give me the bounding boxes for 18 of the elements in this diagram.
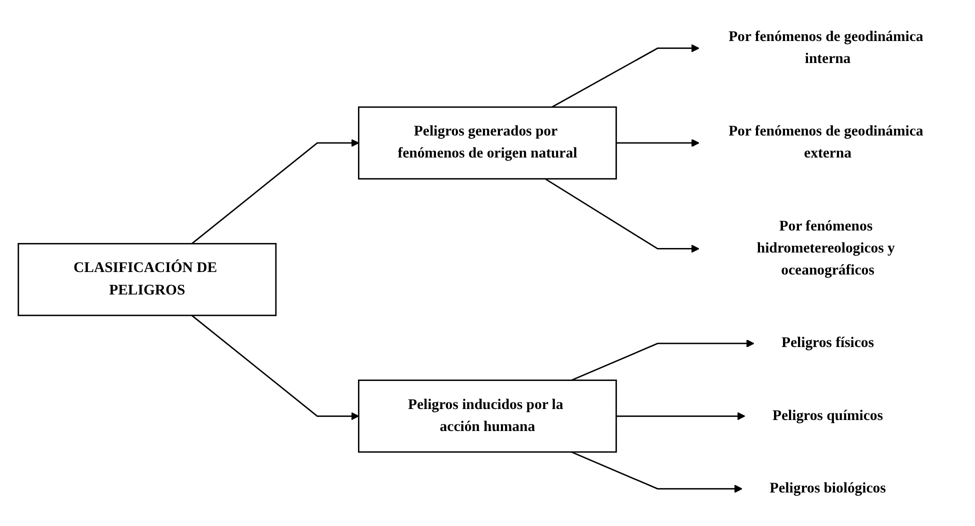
arrow [571,451,742,493]
node-box [18,242,277,316]
node-text: Peligros físicos [782,335,874,351]
arrow [191,138,360,244]
node-text: Peligros biológicos [770,480,886,496]
arrow [191,314,360,420]
node-box [358,106,617,180]
node-text: Por fenómenos hidrometereologicos y oceanográficos [756,218,895,278]
arrow [571,339,754,381]
flowchart-drawing: CLASIFICACIÓN DE PELIGROS Peligros generados por fenómenos de origen natural Peligros inducidos por la acción humana Por fenómenos de geodinámica interna Por fenómenos de geodinámica externa Por fenómenos hidrometereologicos y oceanográficos Peligros físicos Peligros químicos Peligros biológicos [11,5,964,521]
node-text: Por fenómenos de geodinámica interna [728,28,924,67]
node-box [358,380,617,453]
arrow [616,138,700,147]
node-text: Por fenómenos de geodinámica externa [728,124,924,162]
node-text: Peligros químicos [772,408,884,424]
arrow [552,44,700,108]
arrow [544,178,700,253]
arrow [616,412,746,420]
